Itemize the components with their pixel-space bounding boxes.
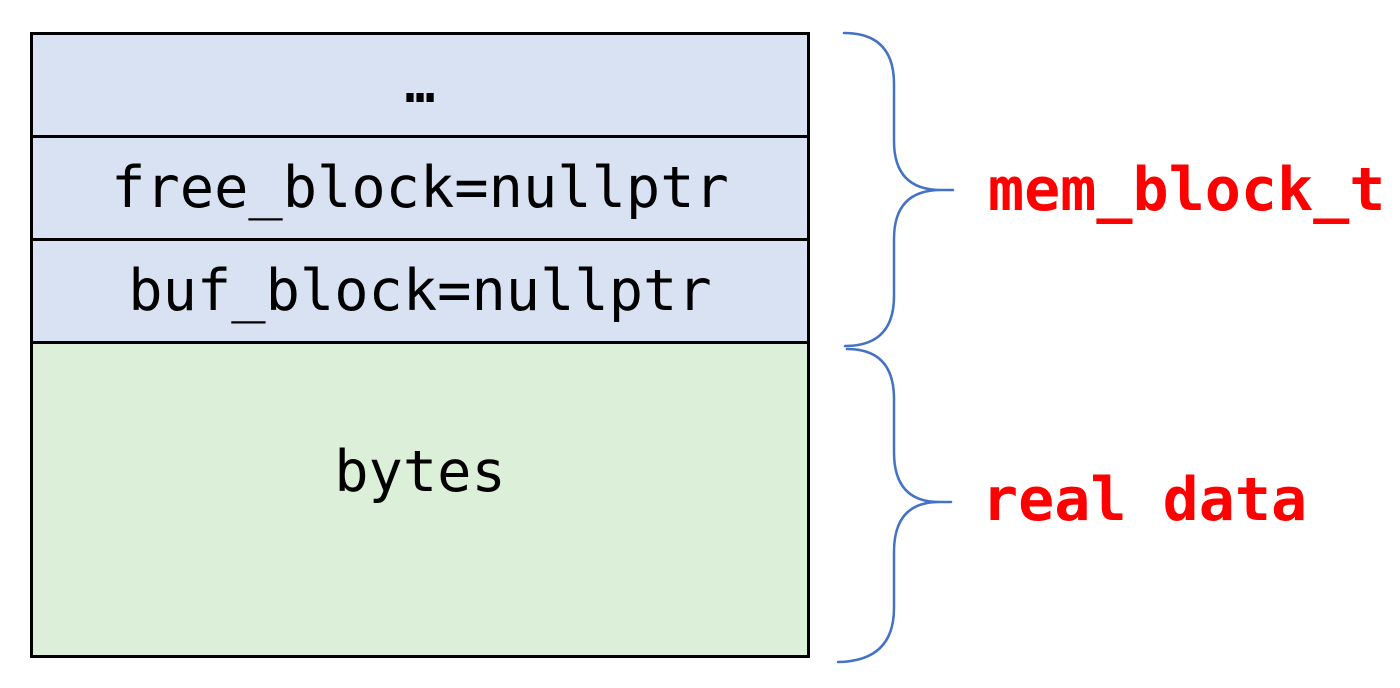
memory-layout-box: … free_block=nullptr buf_block=nullptr b… <box>30 32 810 658</box>
struct-row-buf-block: buf_block=nullptr <box>33 241 807 344</box>
buf-block-label: buf_block=nullptr <box>128 258 712 324</box>
struct-row-free-block: free_block=nullptr <box>33 138 807 241</box>
annotation-real-data: real data <box>982 465 1308 535</box>
struct-row-ellipsis: … <box>33 35 807 138</box>
free-block-label: free_block=nullptr <box>111 155 729 221</box>
data-row-bytes: bytes <box>33 344 807 655</box>
bytes-label: bytes <box>334 438 506 505</box>
real-data-curly-brace <box>836 347 953 664</box>
annotation-mem-block-t: mem_block_t <box>988 155 1386 225</box>
mem-block-curly-brace <box>842 31 955 348</box>
ellipsis-label: … <box>404 56 436 114</box>
